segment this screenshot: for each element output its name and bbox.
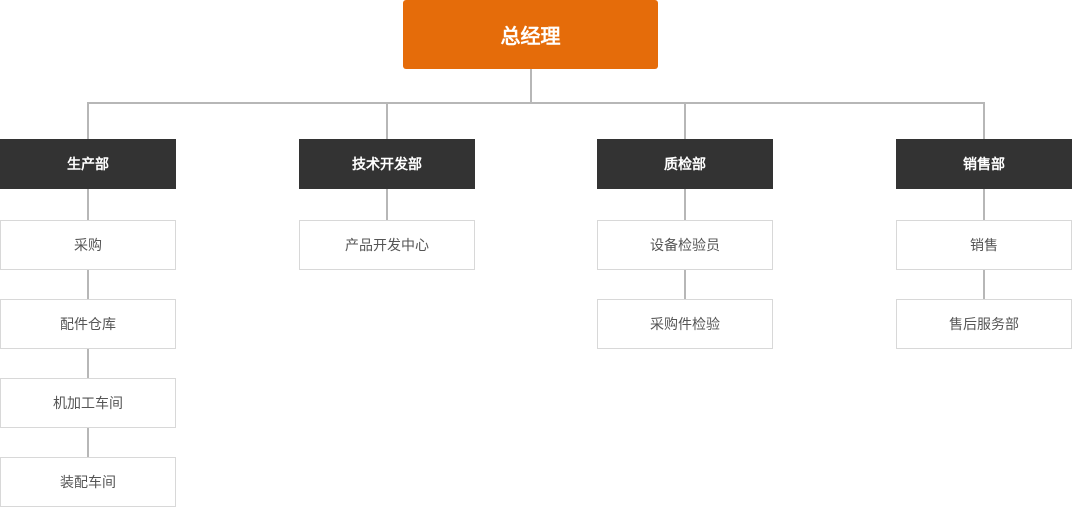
department-connector <box>386 102 388 139</box>
sub-node-label: 销售 <box>970 238 998 254</box>
sub-node-label: 装配车间 <box>60 475 116 491</box>
department-node-sales: 销售部 <box>896 139 1072 189</box>
sub-connector <box>87 270 89 299</box>
sub-node-label: 机加工车间 <box>53 396 123 412</box>
sub-node-equipment-inspector: 设备检验员 <box>597 220 773 270</box>
sub-node-sales: 销售 <box>896 220 1072 270</box>
department-bus-connector <box>87 102 985 104</box>
sub-node-label: 产品开发中心 <box>345 238 429 254</box>
sub-node-parts-warehouse: 配件仓库 <box>0 299 176 349</box>
sub-node-label: 售后服务部 <box>949 317 1019 333</box>
sub-connector <box>87 189 89 220</box>
sub-connector <box>684 270 686 299</box>
department-connector <box>983 102 985 139</box>
sub-node-label: 设备检验员 <box>650 238 720 254</box>
sub-node-label: 采购件检验 <box>650 317 720 333</box>
root-node-label: 总经理 <box>500 24 561 48</box>
sub-connector <box>386 189 388 220</box>
sub-connector <box>684 189 686 220</box>
department-label: 销售部 <box>963 157 1005 173</box>
sub-node-after-sales-service: 售后服务部 <box>896 299 1072 349</box>
sub-node-product-development-center: 产品开发中心 <box>299 220 475 270</box>
sub-connector <box>983 189 985 220</box>
sub-node-assembly-workshop: 装配车间 <box>0 457 176 507</box>
department-connector <box>684 102 686 139</box>
sub-node-procurement: 采购 <box>0 220 176 270</box>
sub-connector <box>983 270 985 299</box>
department-label: 质检部 <box>664 157 706 173</box>
sub-node-machining-workshop: 机加工车间 <box>0 378 176 428</box>
department-node-production: 生产部 <box>0 139 176 189</box>
sub-node-purchased-parts-inspection: 采购件检验 <box>597 299 773 349</box>
department-node-quality: 质检部 <box>597 139 773 189</box>
department-label: 技术开发部 <box>352 157 422 173</box>
department-label: 生产部 <box>67 157 109 173</box>
sub-node-label: 采购 <box>74 238 102 254</box>
sub-connector <box>87 428 89 457</box>
root-connector <box>530 69 532 103</box>
sub-node-label: 配件仓库 <box>60 317 116 333</box>
department-node-technology: 技术开发部 <box>299 139 475 189</box>
sub-connector <box>87 349 89 378</box>
department-connector <box>87 102 89 139</box>
root-node-general-manager: 总经理 <box>403 0 658 69</box>
